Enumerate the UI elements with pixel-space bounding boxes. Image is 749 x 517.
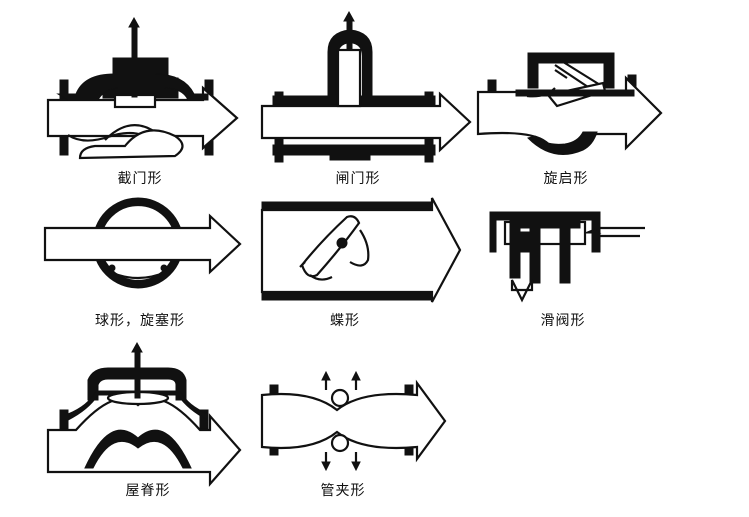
slide-valve-figure bbox=[489, 211, 645, 303]
label-swing-check: 旋启形 bbox=[543, 171, 589, 187]
label-pinch: 管夹形 bbox=[320, 483, 366, 499]
label-slide: 滑阀形 bbox=[540, 313, 586, 329]
ball-plug-valve-figure bbox=[43, 197, 242, 289]
diaphragm-valve-figure bbox=[46, 341, 242, 487]
swing-check-valve-figure bbox=[476, 52, 663, 155]
globe-valve-figure bbox=[46, 16, 239, 160]
gate-valve-figure bbox=[260, 10, 472, 163]
label-ball-plug: 球形，旋塞形 bbox=[95, 313, 185, 329]
butterfly-valve-figure bbox=[260, 197, 462, 303]
label-diaphragm: 屋脊形 bbox=[125, 483, 171, 499]
pinch-valve-figure bbox=[260, 370, 447, 472]
label-gate: 闸门形 bbox=[335, 171, 381, 187]
label-butterfly: 蝶形 bbox=[330, 313, 360, 329]
label-globe: 截门形 bbox=[117, 171, 163, 187]
